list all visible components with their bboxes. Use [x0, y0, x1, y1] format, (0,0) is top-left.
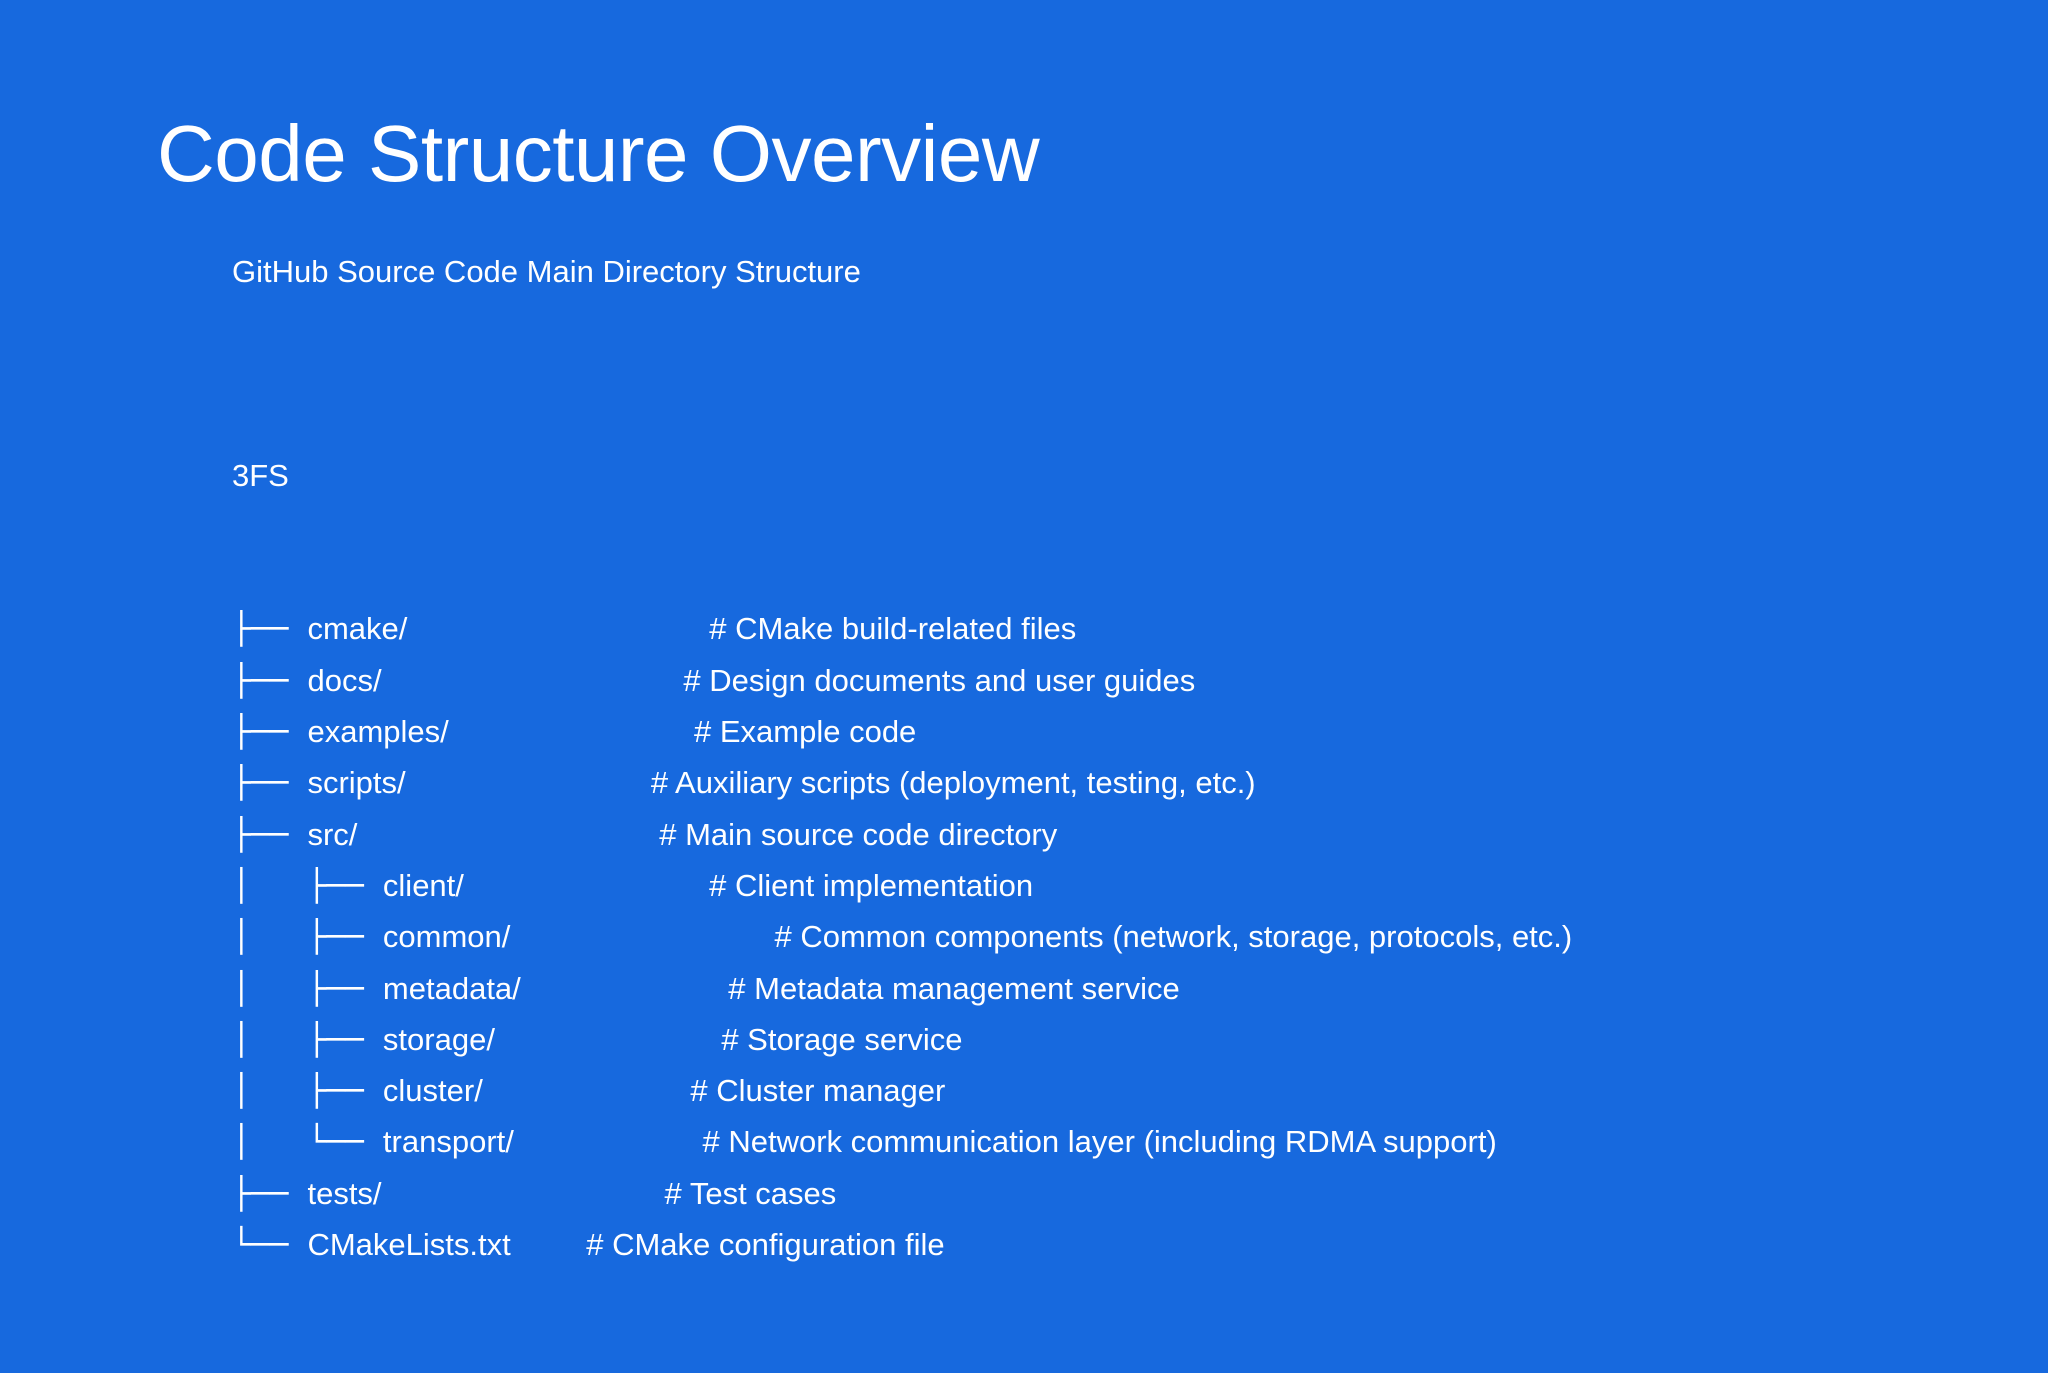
tree-column-spacer — [407, 611, 709, 647]
tree-row: │ ├── cluster/ # Cluster manager — [232, 1065, 1572, 1116]
tree-column-spacer — [483, 1073, 691, 1109]
tree-branch-glyph: ├── — [232, 714, 308, 751]
tree-branch-glyph: ├── — [232, 816, 308, 853]
tree-branch-glyph: │ ├── — [232, 867, 383, 904]
tree-node-comment: # Test cases — [664, 1175, 837, 1211]
tree-row: │ ├── common/ # Common components (netwo… — [232, 911, 1572, 962]
tree-branch-glyph: ├── — [232, 611, 308, 648]
tree-node-name[interactable]: scripts/ — [307, 765, 406, 801]
tree-node-comment: # CMake build-related files — [709, 611, 1077, 647]
slide-canvas: Code Structure Overview GitHub Source Co… — [157, 109, 1573, 1264]
tree-branch-glyph: ├── — [232, 765, 308, 802]
tree-column-spacer — [406, 765, 651, 801]
tree-node-comment: # Network communication layer (including… — [702, 1124, 1497, 1160]
tree-node-name[interactable]: cluster/ — [382, 1073, 483, 1109]
page-subtitle: GitHub Source Code Main Directory Struct… — [232, 254, 861, 289]
tree-node-comment: # Storage service — [721, 1021, 963, 1057]
tree-node-comment: # Example code — [694, 714, 917, 750]
tree-node-name[interactable]: CMakeLists.txt — [307, 1227, 511, 1263]
tree-root-label: 3FS — [232, 457, 289, 493]
directory-tree: 3FS ├── cmake/ # CMake build-related fil… — [232, 347, 1572, 1373]
tree-node-comment: # Metadata management service — [728, 970, 1180, 1006]
page-title: Code Structure Overview — [157, 109, 1040, 198]
tree-node-name[interactable]: client/ — [382, 867, 464, 903]
tree-row: │ ├── metadata/ # Metadata management se… — [232, 963, 1572, 1014]
tree-row: │ ├── client/ # Client implementation — [232, 860, 1572, 911]
tree-branch-glyph: │ └── — [232, 1124, 383, 1161]
tree-row: ├── docs/ # Design documents and user gu… — [232, 655, 1572, 706]
tree-node-name[interactable]: tests/ — [307, 1175, 382, 1211]
tree-row: ├── scripts/ # Auxiliary scripts (deploy… — [232, 757, 1572, 808]
tree-row: ├── src/ # Main source code directory — [232, 809, 1572, 860]
tree-node-name[interactable]: examples/ — [307, 714, 449, 750]
tree-column-spacer — [382, 663, 684, 699]
tree-node-name[interactable]: src/ — [307, 816, 358, 852]
tree-column-spacer — [357, 817, 659, 853]
tree-branch-glyph: ├── — [232, 1175, 308, 1212]
tree-branch-glyph: │ ├── — [232, 1021, 383, 1058]
tree-node-comment: # Cluster manager — [690, 1073, 946, 1109]
tree-node-comment: # Main source code directory — [659, 816, 1058, 852]
tree-node-name[interactable]: metadata/ — [382, 970, 521, 1006]
tree-branch-glyph: └── — [232, 1227, 308, 1264]
tree-column-spacer — [511, 1227, 586, 1263]
tree-node-name[interactable]: common/ — [382, 919, 511, 955]
tree-column-spacer — [514, 1124, 703, 1160]
tree-row: ├── examples/ # Example code — [232, 706, 1572, 757]
tree-node-comment: # CMake configuration file — [586, 1227, 945, 1263]
tree-branch-glyph: │ ├── — [232, 919, 383, 956]
tree-column-spacer — [449, 714, 694, 750]
tree-branch-glyph: │ ├── — [232, 970, 383, 1007]
tree-row: │ └── transport/ # Network communication… — [232, 1116, 1572, 1167]
tree-node-comment: # Common components (network, storage, p… — [774, 919, 1573, 955]
tree-node-name[interactable]: cmake/ — [307, 611, 408, 647]
tree-line-list: ├── cmake/ # CMake build-related files├─… — [232, 603, 1572, 1270]
tree-column-spacer — [495, 1022, 721, 1058]
tree-column-spacer — [382, 1176, 665, 1212]
tree-node-comment: # Auxiliary scripts (deployment, testing… — [650, 765, 1256, 801]
tree-column-spacer — [521, 971, 729, 1007]
tree-row: │ ├── storage/ # Storage service — [232, 1014, 1572, 1065]
tree-node-name[interactable]: transport/ — [382, 1124, 514, 1160]
tree-column-spacer — [464, 868, 709, 904]
tree-node-name[interactable]: docs/ — [307, 662, 382, 698]
tree-branch-glyph: │ ├── — [232, 1073, 383, 1110]
tree-row: ├── cmake/ # CMake build-related files — [232, 603, 1572, 654]
tree-branch-glyph: ├── — [232, 662, 308, 699]
tree-row: ├── tests/ # Test cases — [232, 1168, 1572, 1219]
tree-row: └── CMakeLists.txt # CMake configuration… — [232, 1219, 1572, 1270]
tree-node-comment: # Client implementation — [709, 867, 1034, 903]
tree-column-spacer — [510, 919, 774, 955]
tree-node-name[interactable]: storage/ — [382, 1021, 495, 1057]
tree-node-comment: # Design documents and user guides — [683, 662, 1196, 698]
